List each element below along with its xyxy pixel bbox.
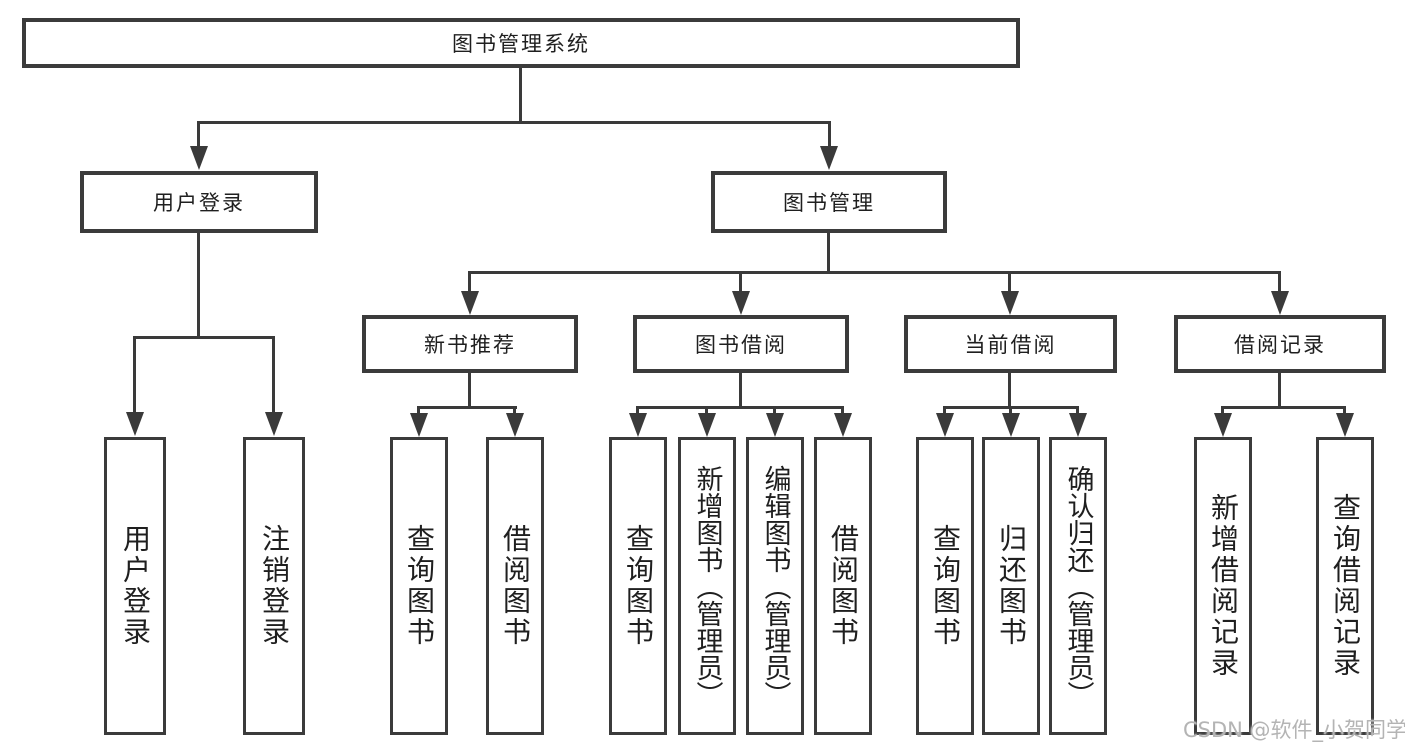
node-current-borrow: 当前借阅 [904,315,1117,373]
edge-line [1009,406,1012,415]
arrow-down-icon [1271,291,1289,315]
edge-line [468,271,471,292]
arrow-down-icon [1001,291,1019,315]
node-leaf-query-books-borrow: 查询图书 [609,437,667,735]
node-leaf-borrow-books-recommend: 借阅图书 [486,437,544,735]
edge-line [1076,406,1079,415]
arrow-down-icon [698,413,716,437]
arrow-down-icon [190,146,208,170]
node-new-book-recommend: 新书推荐 [362,315,578,373]
node-leaf-return-books: 归还图书 [982,437,1040,735]
edge-line [739,271,742,292]
edge-line [705,406,708,415]
node-leaf-query-books-recommend: 查询图书 [390,437,448,735]
node-leaf-query-borrow-record: 查询借阅记录 [1316,437,1374,735]
arrow-down-icon [1336,413,1354,437]
edge-line [1343,406,1346,415]
edge-line [417,406,517,409]
node-leaf-logout: 注销登录 [243,437,305,735]
arrow-down-icon [1069,413,1087,437]
edge-line [272,336,275,414]
arrow-down-icon [629,413,647,437]
edge-line [1008,271,1011,292]
node-user-login: 用户登录 [80,171,318,233]
arrow-down-icon [506,413,524,437]
edge-line [468,271,1281,274]
arrow-down-icon [936,413,954,437]
edge-line [133,336,136,414]
edge-line [1278,373,1281,406]
edge-line [133,336,275,339]
arrow-down-icon [461,291,479,315]
edge-line [943,406,946,415]
node-leaf-edit-books-admin: 编辑图书（管理员） [746,437,804,735]
arrow-down-icon [820,146,838,170]
arrow-down-icon [1214,413,1232,437]
edge-line [513,406,516,415]
edge-line [739,373,742,406]
edge-line [519,68,522,121]
watermark: CSDN @软件_小贺同学 [1183,718,1405,742]
node-leaf-add-borrow-record: 新增借阅记录 [1194,437,1252,735]
edge-line [828,121,831,147]
edge-line [827,233,830,271]
edge-line [1278,271,1281,292]
node-root: 图书管理系统 [22,18,1020,68]
arrow-down-icon [766,413,784,437]
edge-line [197,233,200,336]
node-leaf-query-books-current: 查询图书 [916,437,974,735]
node-book-management: 图书管理 [711,171,947,233]
edge-line [1221,406,1346,409]
edge-line [417,406,420,415]
arrow-down-icon [834,413,852,437]
edge-line [841,406,844,415]
arrow-down-icon [1002,413,1020,437]
node-leaf-borrow-books: 借阅图书 [814,437,872,735]
edge-line [197,121,200,147]
edge-line [468,373,471,406]
node-leaf-add-books-admin: 新增图书（管理员） [678,437,736,735]
node-book-borrow: 图书借阅 [633,315,849,373]
edge-line [197,121,831,124]
edge-line [636,406,639,415]
arrow-down-icon [126,412,144,436]
arrow-down-icon [265,412,283,436]
arrow-down-icon [732,291,750,315]
edge-line [1008,373,1011,406]
edge-line [1221,406,1224,415]
edge-line [636,406,844,409]
node-leaf-user-login: 用户登录 [104,437,166,735]
node-leaf-confirm-return-admin: 确认归还（管理员） [1049,437,1107,735]
node-borrow-records: 借阅记录 [1174,315,1386,373]
arrow-down-icon [410,413,428,437]
edge-line [773,406,776,415]
